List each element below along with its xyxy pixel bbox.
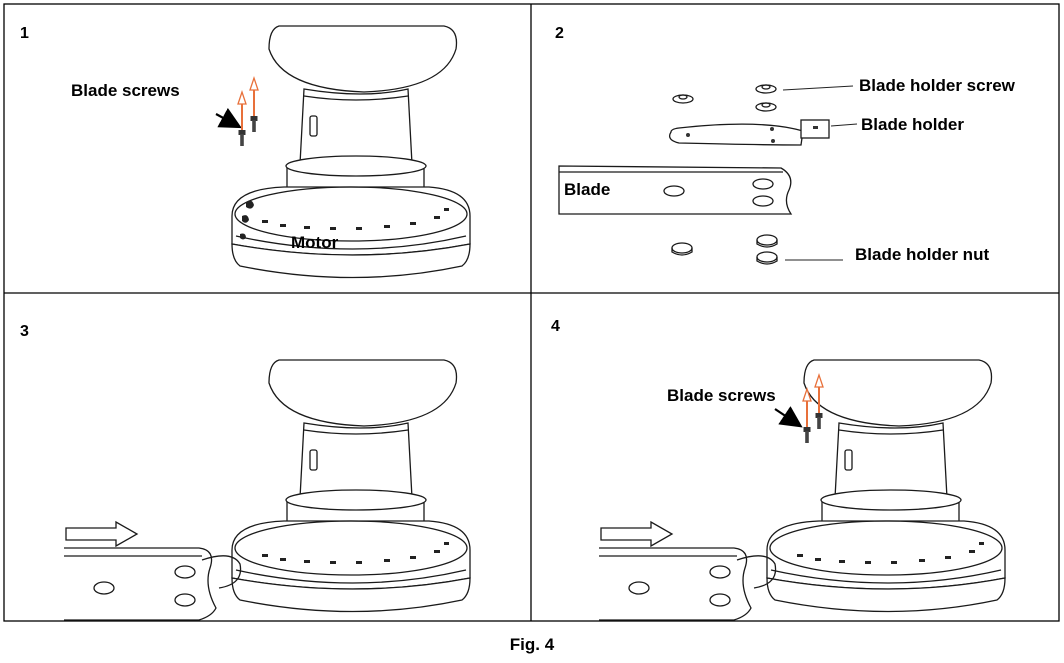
- blade-label: Blade: [564, 180, 610, 199]
- panel-2: 2 Blade holder screw Blade holder Blade: [555, 25, 1016, 265]
- pointer-arrow-4: [774, 406, 803, 428]
- motor-label: Motor: [291, 233, 339, 252]
- panel-1-number: 1: [20, 25, 29, 42]
- blade-holder-nut-label: Blade holder nut: [855, 245, 989, 264]
- panel-4: 4 Blade screws: [551, 318, 1006, 621]
- screw-icon: [802, 388, 812, 444]
- blade-icon: [558, 165, 793, 215]
- panel-1: 1 Blade screws Motor: [20, 25, 471, 279]
- panel-3-number: 3: [20, 323, 29, 340]
- pointer-arrow: [215, 107, 242, 129]
- screw-icon: [237, 91, 247, 147]
- panel-4-number: 4: [551, 318, 560, 335]
- screw-icon: [249, 77, 259, 133]
- blade-holder-label: Blade holder: [861, 115, 964, 134]
- blade-holder-screw-label: Blade holder screw: [859, 76, 1016, 95]
- panel-2-number: 2: [555, 25, 564, 42]
- blade-screws-label-4: Blade screws: [667, 386, 776, 405]
- panel-3: 3: [20, 323, 471, 621]
- blade-screws-label: Blade screws: [71, 81, 180, 100]
- figure-caption: Fig. 4: [510, 635, 555, 654]
